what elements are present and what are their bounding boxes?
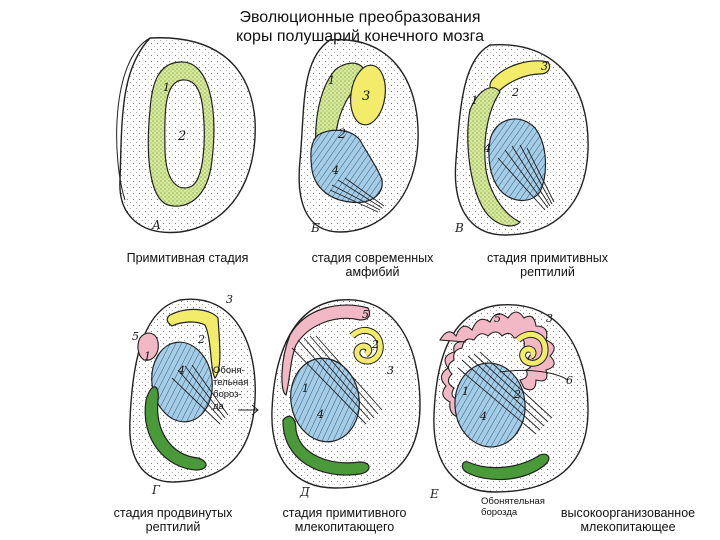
panel-g-fibers: [171, 364, 229, 425]
panel-c-letter: В: [454, 221, 464, 235]
panel-c-blue-region: [488, 118, 547, 201]
diagram-title: Эволюционные преобразования коры полушар…: [0, 8, 720, 46]
panel-d-blue-region: [290, 357, 360, 443]
panel-b-caption-line-2: амфибий: [345, 265, 400, 279]
panel-g-olfactory-line-3: бороз-: [213, 389, 242, 400]
panel-d-letter: Д: [299, 485, 310, 499]
panel-e-blue-region: [454, 362, 526, 448]
panel-b-fibers: [329, 177, 385, 213]
panel-g: 3 2 5 1 4 Обоня- тельная бороз- да Г: [129, 293, 259, 497]
panel-g-caption-line-1: стадия продвинутых: [113, 506, 233, 520]
panel-c-caption: стадия примитивных рептилий: [465, 251, 630, 279]
panel-e-region-6: 6: [566, 374, 573, 387]
panel-a-green-ring: [147, 61, 215, 207]
panel-g-green-band: [144, 386, 207, 471]
panel-g-region-1: 1: [144, 350, 151, 363]
title-line-2: коры полушарий конечного мозга: [235, 28, 485, 45]
panel-a: 1 2 А: [116, 37, 256, 234]
panel-c-caption-line-1: стадия примитивных: [486, 251, 609, 265]
panel-c-region-1: 1: [471, 94, 478, 107]
panel-g-olfactory-line-2: тельная: [213, 377, 248, 388]
panel-b-blue-region: [310, 129, 383, 204]
panel-g-caption: стадия продвинутых рептилий: [88, 506, 258, 534]
panel-a-caption-line-1: Примитивная стадия: [126, 251, 249, 265]
panel-e-region-5: 5: [494, 312, 501, 325]
panel-c-region-2: 2: [511, 86, 519, 99]
panel-e-letter: Е: [429, 487, 439, 501]
panel-d-fibers: [291, 335, 383, 425]
panel-c-region-3: 3: [541, 60, 548, 73]
panel-d-caption: стадия примитивного млекопитающего: [262, 506, 427, 534]
panel-b-region-1: 1: [328, 74, 335, 87]
panel-b-yellow-region: [350, 64, 386, 126]
panel-d: 5 2 3 1 4 Д: [271, 299, 421, 499]
panel-c-green-band: [467, 87, 521, 227]
panel-g-region-3: 3: [226, 293, 233, 306]
panel-g-region-2: 2: [197, 333, 205, 346]
panel-g-olfactory-line-1: Обоня-: [213, 365, 245, 376]
panel-d-region-4: 4: [316, 408, 324, 421]
panel-c: 3 2 1 4 В: [454, 44, 589, 236]
panel-a-caption: Примитивная стадия: [105, 251, 270, 265]
panel-g-letter: Г: [151, 483, 161, 497]
panel-e-caption-line-1: высокоорганизованное: [560, 506, 696, 520]
panel-e: 5 3 6 1 2 4 Е Обонятельная борозда: [429, 304, 589, 518]
panel-d-yellow-spiral-fill: [350, 327, 383, 364]
panel-d-region-2: 2: [371, 338, 379, 351]
panel-g-pink-region: [137, 332, 159, 361]
panel-b-letter: Б: [310, 221, 320, 235]
panel-e-yellow-spiral-fill: [516, 331, 548, 366]
panel-a-region-1: 1: [163, 81, 170, 94]
panel-e-caption: высокоорганизованное млекопитающее: [540, 506, 716, 534]
panel-c-region-4: 4: [483, 142, 491, 155]
panel-c-fibers: [497, 144, 555, 211]
panel-g-region-5: 5: [132, 330, 139, 343]
panel-d-pink-band: [281, 304, 371, 396]
panel-d-caption-line-1: стадия примитивного: [282, 506, 407, 520]
panel-g-olfactory-line-4: да: [213, 401, 225, 412]
panel-e-olfactory-line-2: борозда: [481, 507, 518, 518]
panel-g-arrow: [238, 404, 259, 416]
panel-d-region-5: 5: [362, 308, 369, 321]
panel-b-region-2: 2: [337, 127, 346, 142]
panel-d-region-1: 1: [302, 382, 309, 395]
panel-e-region-3: 3: [546, 312, 553, 325]
panel-b: 1 3 2 4 Б: [298, 38, 419, 235]
panel-d-caption-line-2: млекопитающего: [294, 520, 395, 534]
panel-d-green-band: [282, 415, 370, 476]
panel-e-olfactory-line-1: Обонятельная: [481, 496, 545, 507]
panel-d-region-3: 3: [387, 364, 394, 377]
panel-e-fibers: [457, 351, 553, 435]
panel-a-letter: А: [151, 218, 161, 232]
panel-a-outer-wall: [116, 37, 151, 201]
panel-e-layer-line: [499, 369, 569, 381]
panel-b-caption-line-1: стадия современных: [311, 251, 434, 265]
panel-g-yellow-band: [166, 308, 221, 380]
panel-g-caption-line-2: рептилий: [145, 520, 201, 534]
title-line-1: Эволюционные преобразования: [239, 9, 481, 26]
panel-e-region-2: 2: [513, 388, 521, 401]
panel-c-caption-line-2: рептилий: [520, 265, 575, 279]
panel-e-caption-line-2: млекопитающее: [580, 520, 676, 534]
panel-e-region-1: 1: [462, 385, 469, 398]
panel-b-region-3: 3: [362, 89, 370, 104]
panel-g-region-4: 4: [177, 364, 185, 377]
panel-b-region-4: 4: [331, 164, 339, 177]
panel-a-region-2: 2: [177, 129, 186, 144]
panel-e-region-4: 4: [479, 410, 487, 423]
panel-e-green-band: [461, 453, 550, 481]
panel-b-caption: стадия современных амфибий: [290, 251, 455, 279]
